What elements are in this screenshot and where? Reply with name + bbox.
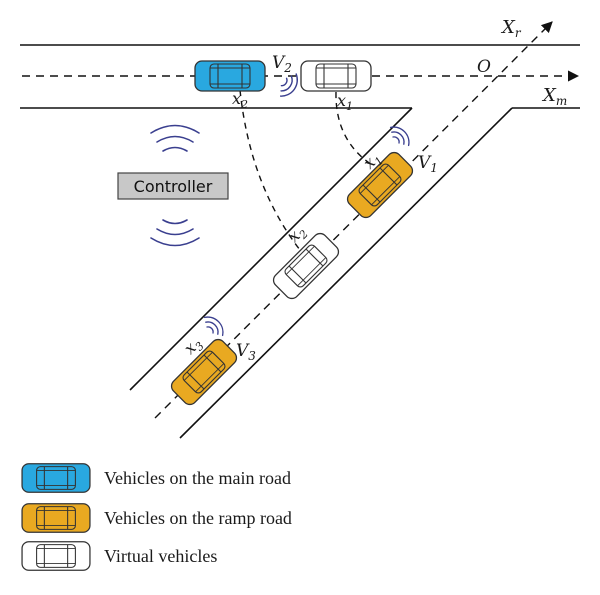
virtual-vehicle-main bbox=[300, 60, 372, 92]
legend-car-virtual-icon bbox=[21, 541, 91, 571]
ramp-centerline-xr bbox=[154, 21, 553, 419]
main-road bbox=[20, 44, 580, 109]
legend-car-ramp-icon bbox=[21, 503, 91, 533]
legend-label-main: Vehicles on the main road bbox=[104, 468, 291, 488]
ramp-left-edge bbox=[129, 107, 413, 391]
controller-label: Controller bbox=[134, 177, 213, 196]
ramp-road bbox=[129, 21, 553, 439]
controller-box bbox=[117, 172, 229, 200]
legend-label-virtual: Virtual vehicles bbox=[104, 546, 217, 566]
controller-signal-bottom bbox=[150, 219, 200, 247]
label-ramp3-v3: V3 bbox=[236, 341, 256, 363]
origin-label: O bbox=[477, 57, 491, 77]
label-main-v2: V2 bbox=[272, 53, 292, 75]
axis-label-xr: Xr bbox=[500, 17, 522, 40]
signal-icon bbox=[200, 311, 229, 340]
label-virt-x1: x1 bbox=[337, 91, 353, 113]
axis-label-xm: Xm bbox=[541, 85, 567, 108]
legend-item-main: Vehicles on the main road bbox=[21, 463, 291, 493]
legend-car-main-icon bbox=[21, 463, 91, 493]
legend-item-ramp: Vehicles on the ramp road bbox=[21, 503, 292, 533]
signal-icon bbox=[386, 121, 415, 150]
label-main-x2: x2 bbox=[232, 89, 248, 111]
legend-label-ramp: Vehicles on the ramp road bbox=[104, 508, 292, 528]
legend-item-virtual: Virtual vehicles bbox=[21, 541, 217, 571]
main-vehicle-v2 bbox=[194, 60, 266, 92]
controller-signal-top bbox=[150, 124, 200, 152]
projection-arc-x2 bbox=[239, 89, 301, 251]
ramp-right-edge bbox=[179, 107, 513, 439]
legend: Vehicles on the main road Vehicles on th… bbox=[21, 463, 292, 571]
label-ramp1-v1: V1 bbox=[418, 153, 438, 175]
